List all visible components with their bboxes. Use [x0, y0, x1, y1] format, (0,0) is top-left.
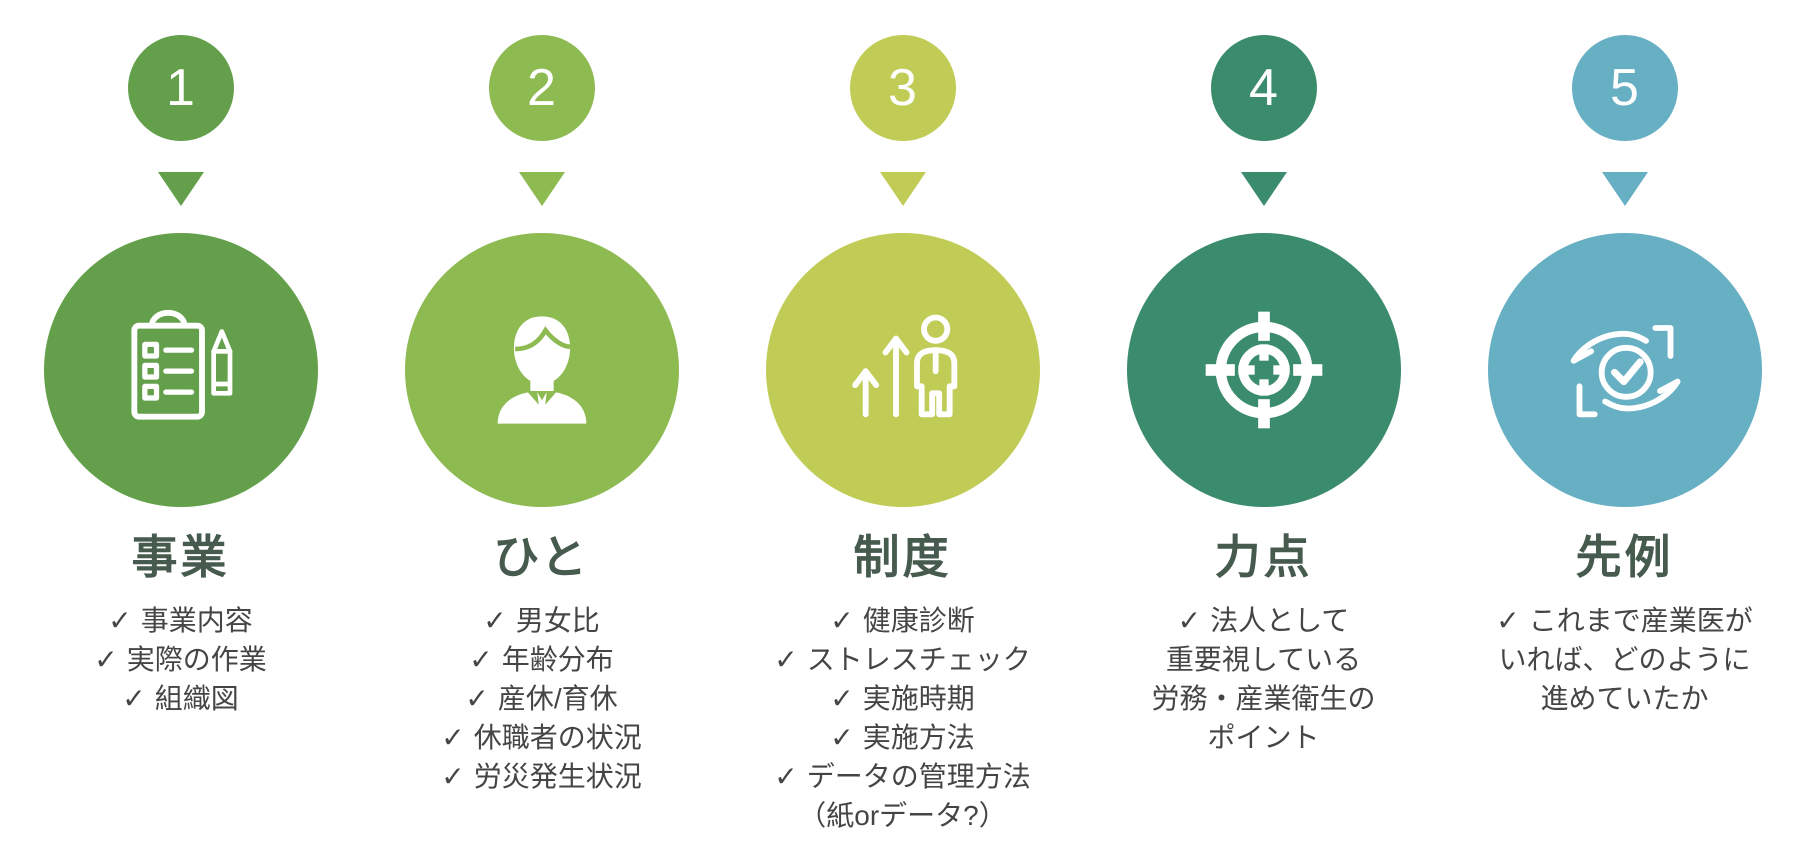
checklist-item-text: 事業内容 — [140, 605, 253, 636]
checklist-item: ✓ 産休/育休 — [441, 679, 641, 718]
step-title: 制度 — [853, 531, 952, 583]
step-circle — [765, 233, 1040, 507]
step-column-5: 5 先例 ✓こ — [1444, 35, 1805, 835]
step-number-badge: 3 — [849, 35, 956, 141]
step-column-1: 1 — [0, 35, 361, 835]
step-number-badge: 1 — [127, 35, 234, 141]
check-icon: ✓ — [774, 644, 798, 675]
checklist-item-text: 重要視している — [1165, 644, 1362, 675]
step-title: 事業 — [131, 531, 230, 583]
check-icon: ✓ — [465, 683, 489, 714]
step-circle — [404, 233, 679, 507]
checklist-item: 進めていたか — [1496, 679, 1752, 718]
step-column-2: 2 ひと ✓男女比 ✓年齢分布 ✓産休/育休 — [361, 35, 722, 835]
checklist-item-text: 組織図 — [154, 683, 239, 714]
checklist-item-text: ポイント — [1207, 722, 1320, 753]
step-number-badge: 5 — [1571, 35, 1678, 141]
step-number-badge: 4 — [1210, 35, 1317, 141]
step-title: 先例 — [1575, 531, 1674, 583]
down-arrow-icon — [1240, 172, 1287, 206]
checklist-item: （紙orデータ?） — [774, 796, 1030, 835]
checklist-item: ✓ これまで産業医が — [1496, 601, 1752, 640]
checklist: ✓ 事業内容 ✓ 実際の作業 ✓ 組織図 — [94, 601, 266, 718]
step-circle — [1487, 233, 1762, 507]
checklist-item: ✓ 実施方法 — [774, 718, 1030, 757]
checklist-item-text: 実際の作業 — [126, 644, 267, 675]
check-icon: ✓ — [122, 683, 146, 714]
step-column-4: 4 — [1083, 35, 1444, 835]
checklist-item-text: 労災発生状況 — [473, 761, 642, 792]
step-title: ひと — [493, 531, 590, 583]
down-arrow-icon — [157, 172, 204, 206]
check-icon: ✓ — [441, 761, 465, 792]
checklist-item: ✓ 事業内容 — [94, 601, 266, 640]
checklist-item-text: 実施時期 — [862, 683, 975, 714]
checklist-item: ✓ 健康診断 — [774, 601, 1030, 640]
checklist-item-text: データの管理方法 — [806, 761, 1031, 792]
target-icon — [1194, 300, 1334, 440]
clipboard-checklist-icon — [111, 300, 251, 440]
checklist: ✓ 健康診断 ✓ ストレスチェック ✓ 実施時期 ✓ 実施方法 ✓ データの管理方法 （紙… — [774, 601, 1030, 835]
process-diagram: 1 — [0, 35, 1805, 835]
check-icon: ✓ — [108, 605, 132, 636]
checklist-item-text: 労務・産業衛生の — [1151, 683, 1376, 714]
checklist-item: ✓ 実際の作業 — [94, 640, 266, 679]
step-number: 5 — [1610, 59, 1639, 117]
step-number: 4 — [1249, 59, 1278, 117]
step-number: 3 — [888, 59, 917, 117]
checklist: ✓ これまで産業医が いれば、どのように 進めていたか — [1496, 601, 1752, 718]
check-icon: ✓ — [441, 722, 465, 753]
checklist-item-text: （紙orデータ?） — [798, 800, 1007, 831]
checklist-item: ✓ ストレスチェック — [774, 640, 1030, 679]
down-arrow-icon — [518, 172, 565, 206]
checklist-item-text: 産休/育休 — [497, 683, 618, 714]
checklist-item-text: いれば、どのように — [1498, 644, 1751, 675]
check-icon: ✓ — [774, 761, 798, 792]
check-icon: ✓ — [830, 683, 854, 714]
check-icon: ✓ — [1496, 605, 1520, 636]
person-icon — [472, 300, 612, 440]
checklist-item: ✓ 男女比 — [441, 601, 641, 640]
checklist-item-text: 健康診断 — [862, 605, 975, 636]
checklist-item: ✓ 休職者の状況 — [441, 718, 641, 757]
hands-check-icon — [1555, 300, 1695, 440]
checklist: ✓ 法人として 重要視している 労務・産業衛生の ポイント — [1151, 601, 1375, 757]
checklist-item-text: 休職者の状況 — [473, 722, 642, 753]
checklist-item: いれば、どのように — [1496, 640, 1752, 679]
checklist-item-text: これまで産業医が — [1528, 605, 1753, 636]
step-number: 2 — [527, 59, 556, 117]
check-icon: ✓ — [94, 644, 118, 675]
checklist-item-text: 年齢分布 — [501, 644, 614, 675]
step-circle — [1126, 233, 1401, 507]
down-arrow-icon — [1601, 172, 1648, 206]
growth-arrows-person-icon — [833, 300, 973, 440]
step-column-3: 3 制度 ✓健康診断 ✓スト — [722, 35, 1083, 835]
checklist-item: 重要視している — [1151, 640, 1375, 679]
checklist-item-text: 進めていたか — [1540, 683, 1709, 714]
check-icon: ✓ — [830, 605, 854, 636]
step-number: 1 — [166, 59, 195, 117]
check-icon: ✓ — [483, 605, 507, 636]
down-arrow-icon — [879, 172, 926, 206]
step-title: 力点 — [1214, 531, 1313, 583]
checklist: ✓男女比 ✓年齢分布 ✓産休/育休 ✓休職者の状況 ✓労災発生状況 — [441, 601, 641, 796]
checklist-item: ✓ 組織図 — [94, 679, 266, 718]
checklist-item: ✓ データの管理方法 — [774, 757, 1030, 796]
checklist-item: 労務・産業衛生の — [1151, 679, 1375, 718]
checklist-item: ✓ 法人として — [1151, 601, 1375, 640]
checklist-item: ✓ 実施時期 — [774, 679, 1030, 718]
checklist-item: ✓ 年齢分布 — [441, 640, 641, 679]
checklist-item: ✓ 労災発生状況 — [441, 757, 641, 796]
checklist-item-text: 実施方法 — [862, 722, 975, 753]
check-icon: ✓ — [469, 644, 493, 675]
check-icon: ✓ — [1177, 605, 1202, 636]
checklist-item-text: 法人として — [1210, 605, 1350, 636]
checklist-item-text: 男女比 — [515, 605, 600, 636]
check-icon: ✓ — [830, 722, 854, 753]
step-circle — [43, 233, 318, 507]
checklist-item: ポイント — [1151, 718, 1375, 757]
checklist-item-text: ストレスチェック — [806, 644, 1031, 675]
step-number-badge: 2 — [488, 35, 595, 141]
